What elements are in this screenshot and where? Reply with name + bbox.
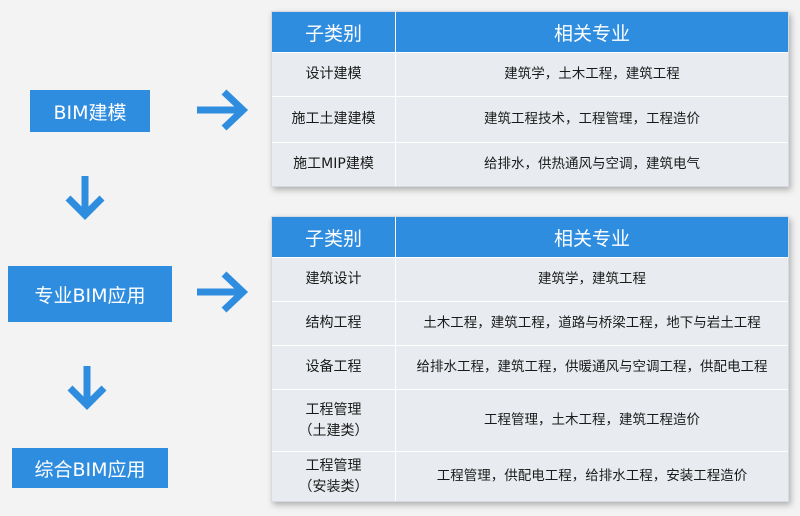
flow-box-bim-modeling: BIM建模 bbox=[30, 90, 150, 132]
cell-majors: 工程管理，供配电工程，给排水工程，安装工程造价 bbox=[436, 467, 748, 484]
cell-subcategory: 施工MIP建模 bbox=[272, 143, 396, 186]
cell-subcategory: 工程管理 （安装类） bbox=[272, 452, 396, 501]
table-row: 施工土建建模 建筑工程技术，工程管理，工程造价 bbox=[272, 96, 788, 142]
modeling-table: 子类别 相关专业 设计建模 建筑学，土木工程，建筑工程 施工土建建模 建筑工程技… bbox=[271, 11, 789, 187]
table-row: 工程管理 （安装类） 工程管理，供配电工程，给排水工程，安装工程造价 bbox=[272, 451, 788, 501]
table-row: 设计建模 建筑学，土木工程，建筑工程 bbox=[272, 52, 788, 96]
cell-majors: 给排水，供热通风与空调，建筑电气 bbox=[484, 155, 700, 172]
flow-box-label: 综合BIM应用 bbox=[34, 458, 146, 481]
specialty-table: 子类别 相关专业 建筑设计 建筑学，建筑工程 结构工程 土木工程，建筑工程，道路… bbox=[271, 216, 789, 502]
flow-box-specialty-bim: 专业BIM应用 bbox=[8, 266, 172, 322]
cell-majors: 工程管理，土木工程，建筑工程造价 bbox=[484, 411, 700, 428]
cell-majors: 土木工程，建筑工程，道路与桥梁工程，地下与岩土工程 bbox=[423, 314, 761, 331]
table-row: 建筑设计 建筑学，建筑工程 bbox=[272, 257, 788, 301]
cell-majors: 给排水工程，建筑工程，供暖通风与空调工程，供配电工程 bbox=[416, 358, 768, 375]
header-related-majors: 相关专业 bbox=[553, 22, 630, 45]
table-row: 工程管理 （土建类） 工程管理，土木工程，建筑工程造价 bbox=[272, 389, 788, 451]
header-related-majors: 相关专业 bbox=[553, 227, 630, 250]
arrow-down-icon bbox=[67, 366, 107, 410]
cell-subcategory: 工程管理 （土建类） bbox=[272, 390, 396, 451]
flow-box-label: BIM建模 bbox=[53, 101, 127, 124]
cell-subcategory: 设计建模 bbox=[272, 53, 396, 96]
flow-box-integrated-bim: 综合BIM应用 bbox=[12, 448, 168, 488]
cell-subcategory: 施工土建建模 bbox=[272, 97, 396, 142]
arrow-down-icon bbox=[65, 176, 105, 220]
flow-box-label: 专业BIM应用 bbox=[34, 284, 146, 307]
table-row: 设备工程 给排水工程，建筑工程，供暖通风与空调工程，供配电工程 bbox=[272, 345, 788, 389]
header-subcategory: 子类别 bbox=[272, 217, 396, 257]
cell-subcategory: 建筑设计 bbox=[272, 258, 396, 301]
header-subcategory: 子类别 bbox=[272, 12, 396, 52]
cell-subcategory: 设备工程 bbox=[272, 346, 396, 389]
table-header: 子类别 相关专业 bbox=[272, 217, 788, 257]
arrow-right-icon bbox=[197, 271, 249, 313]
arrow-right-icon bbox=[197, 89, 249, 131]
cell-majors: 建筑学，土木工程，建筑工程 bbox=[504, 65, 680, 82]
table-row: 结构工程 土木工程，建筑工程，道路与桥梁工程，地下与岩土工程 bbox=[272, 301, 788, 345]
table-header: 子类别 相关专业 bbox=[272, 12, 788, 52]
table-row: 施工MIP建模 给排水，供热通风与空调，建筑电气 bbox=[272, 142, 788, 186]
cell-subcategory: 结构工程 bbox=[272, 302, 396, 345]
cell-majors: 建筑学，建筑工程 bbox=[538, 270, 646, 287]
cell-majors: 建筑工程技术，工程管理，工程造价 bbox=[484, 110, 700, 127]
